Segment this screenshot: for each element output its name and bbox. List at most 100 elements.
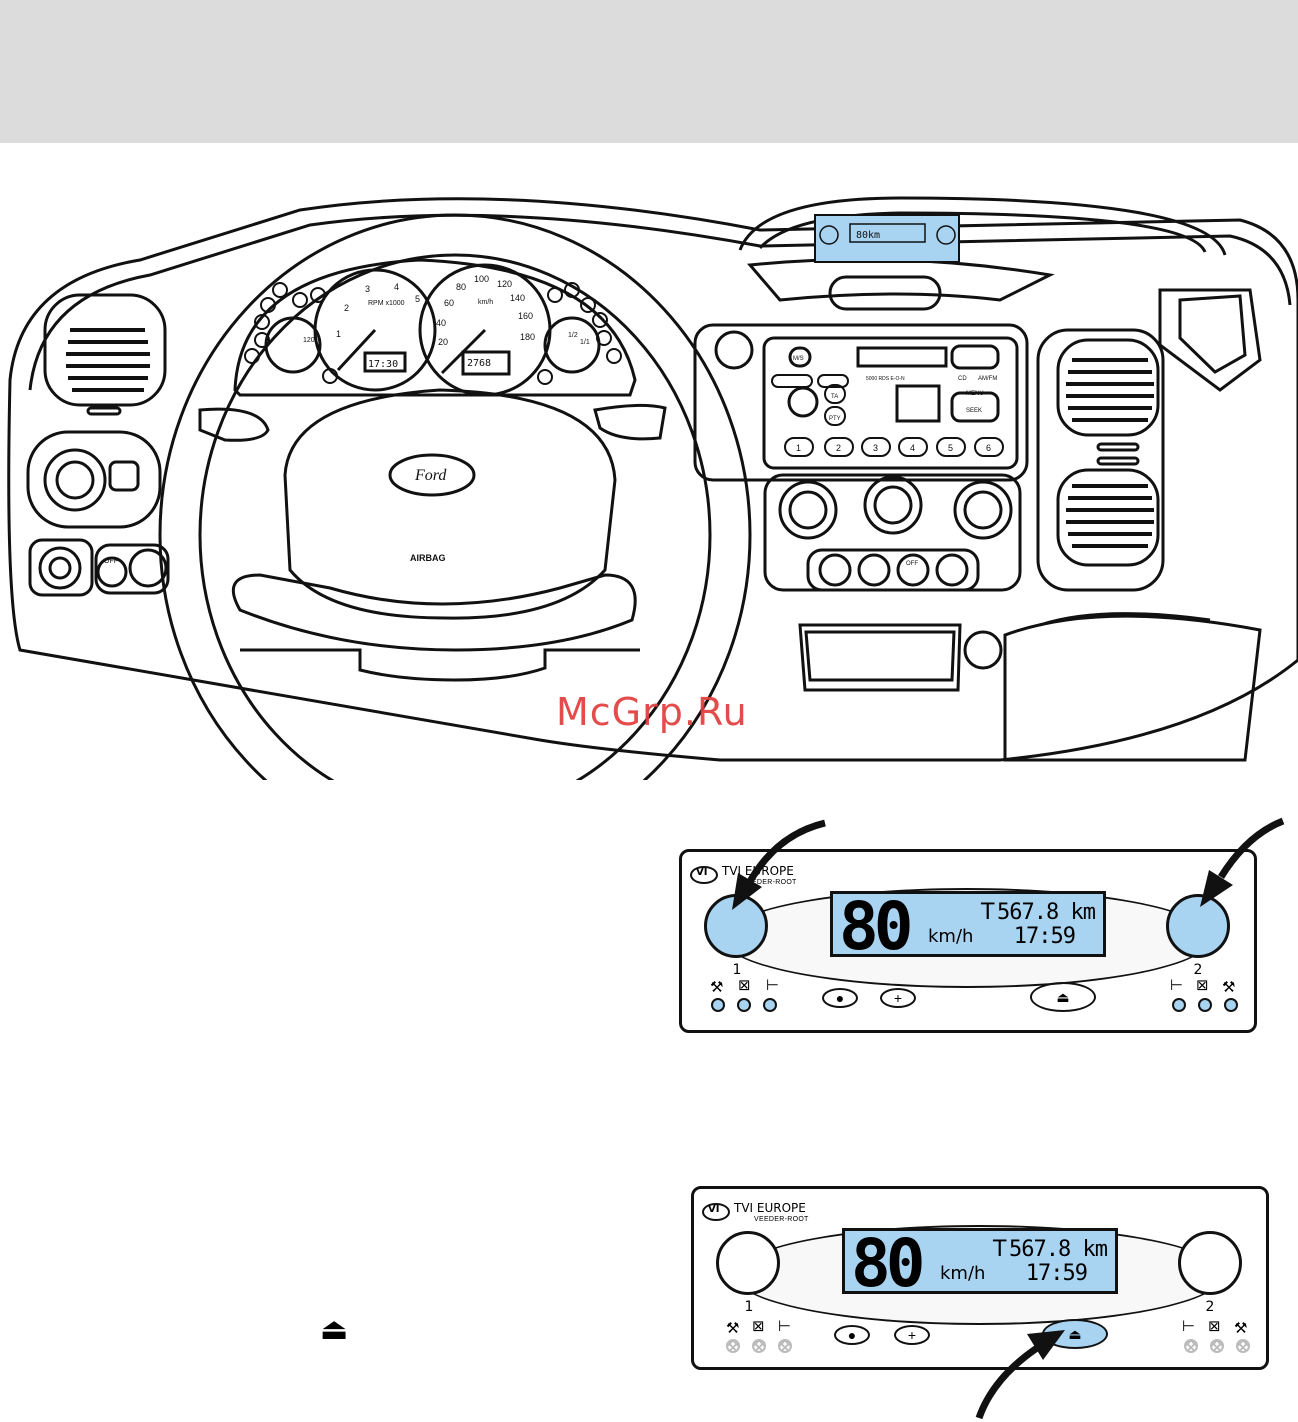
- lcd-display: 80 km/h T 567.8 km 17:59: [842, 1225, 1118, 1302]
- driver-2-work-icon: ⚒: [1234, 1319, 1248, 1337]
- clock-display: 17:30: [368, 359, 398, 370]
- trip-mode: T: [981, 900, 995, 925]
- tacho-tick-4: 4: [394, 282, 399, 292]
- speedo-tick-180: 180: [520, 332, 535, 342]
- driver-2-number: 2: [1193, 962, 1203, 978]
- radio-menu-label: MENU: [966, 391, 984, 397]
- radio-preset-2: 2: [836, 443, 841, 453]
- tacho-tick-2: 2: [344, 303, 349, 313]
- radio-cd-label: CD: [958, 376, 967, 382]
- speedo-tick-100: 100: [474, 274, 489, 284]
- radio-am-fm-label: AM/FM: [978, 376, 997, 382]
- driver-1-work-icon: ⚒: [726, 1319, 740, 1337]
- radio-preset-6: 6: [986, 443, 991, 453]
- eject-button[interactable]: ⏏: [1030, 982, 1096, 1012]
- driver-2-work-led: [1236, 1339, 1250, 1353]
- driver-1-rest-icon: ⊢: [778, 1317, 792, 1335]
- driver-1-rest-led: [778, 1339, 792, 1353]
- speedo-tick-120: 120: [497, 279, 512, 289]
- radio-preset-3: 3: [873, 443, 878, 453]
- tacho-tick-3: 3: [365, 284, 370, 294]
- radio-preset-5: 5: [948, 443, 953, 453]
- driver-1-availability-led: [737, 998, 751, 1012]
- pointer-arrow-eject: [975, 1330, 1065, 1420]
- heater-off-label: OFF: [906, 561, 918, 567]
- driver-1-work-icon: ⚒: [710, 978, 724, 996]
- speedo-tick-160: 160: [518, 311, 533, 321]
- driver-1-work-led: [711, 998, 725, 1012]
- view-button[interactable]: ●: [834, 1325, 870, 1345]
- speed-value: 80: [851, 1225, 926, 1302]
- driver-1-number: 1: [744, 1299, 754, 1315]
- clock-time: 17:59: [1025, 1261, 1088, 1286]
- ford-logo-text: Ford: [414, 467, 447, 484]
- driver-2-availability-led: [1210, 1339, 1224, 1353]
- driver-2-button[interactable]: [1178, 1231, 1242, 1295]
- brand-subname: VEEDER-ROOT: [742, 879, 797, 886]
- driver-2-rest-icon: ⊢: [1182, 1317, 1196, 1335]
- speedo-tick-140: 140: [510, 293, 525, 303]
- trip-distance: 567.8 km: [997, 900, 1096, 925]
- driver-2-work-icon: ⚒: [1222, 978, 1236, 996]
- trip-mode: T: [993, 1237, 1007, 1262]
- tvi-logo-icon: VI: [702, 1203, 730, 1221]
- driver-2-rest-led: [1172, 998, 1186, 1012]
- svg-text:80km: 80km: [856, 230, 880, 241]
- speedo-tick-40: 40: [436, 318, 446, 328]
- dashboard-illustration: 1 2 3 4 5 RPM x1000 20 40 60 80 100 120 …: [7, 196, 1298, 780]
- radio-preset-4: 4: [910, 443, 915, 453]
- brand-subname: VEEDER-ROOT: [754, 1216, 809, 1223]
- tacho-tick-1: 1: [336, 329, 341, 339]
- view-button[interactable]: ●: [822, 988, 858, 1008]
- fuel-tick-half: 1/2: [568, 332, 578, 339]
- odometer-display: 2768: [467, 358, 491, 369]
- plus-button[interactable]: +: [894, 1325, 930, 1345]
- switch-off-label: OFF: [104, 558, 118, 565]
- driver-2-availability-icon: ⊠: [1196, 976, 1209, 994]
- clock-time: 17:59: [1013, 924, 1076, 949]
- radio-seek-label: SEEK: [966, 408, 982, 414]
- radio-model: 5000 RDS E-O-N: [866, 376, 905, 382]
- radio-ta-label: TA: [831, 394, 838, 400]
- driver-1-rest-led: [763, 998, 777, 1012]
- pointer-arrow-right: [1200, 817, 1285, 907]
- tvi-logo-icon: VI: [690, 866, 718, 884]
- driver-1-rest-icon: ⊢: [766, 976, 780, 994]
- radio-pty-label: PTY: [829, 416, 841, 422]
- tachograph-bottom: VI TVI EUROPE VEEDER-ROOT 1 2 80 km/h T …: [691, 1186, 1269, 1370]
- tachograph-top: VI TVI EUROPE VEEDER-ROOT 1 2 80 km/h T …: [679, 849, 1257, 1033]
- driver-1-button[interactable]: [716, 1231, 780, 1295]
- radio-preset-1: 1: [796, 443, 801, 453]
- driver-1-number: 1: [732, 962, 742, 978]
- page-header-band: [0, 0, 1298, 143]
- radio-ms-label: M/S: [793, 356, 804, 362]
- airbag-label: AIRBAG: [410, 553, 446, 563]
- speed-value: 80: [839, 888, 914, 965]
- watermark: McGrp.Ru: [556, 690, 748, 734]
- temp-gauge-label: 120: [303, 337, 315, 344]
- lcd-display: 80 km/h T 567.8 km 17:59: [830, 888, 1106, 965]
- driver-2-rest-icon: ⊢: [1170, 976, 1184, 994]
- pointer-arrow-left: [732, 819, 826, 910]
- tacho-label: RPM x1000: [368, 300, 405, 307]
- eject-symbol-text: ⏏: [320, 1312, 349, 1347]
- plus-button[interactable]: +: [880, 988, 916, 1008]
- tacho-tick-5: 5: [415, 294, 420, 304]
- speedo-unit: km/h: [478, 299, 493, 306]
- driver-2-rest-led: [1184, 1339, 1198, 1353]
- driver-2-availability-icon: ⊠: [1208, 1317, 1221, 1335]
- driver-2-availability-led: [1198, 998, 1212, 1012]
- speedo-tick-20: 20: [438, 337, 448, 347]
- driver-2-work-led: [1224, 998, 1238, 1012]
- speed-unit: km/h: [928, 926, 974, 947]
- speed-unit: km/h: [940, 1263, 986, 1284]
- driver-1-availability-led: [752, 1339, 766, 1353]
- driver-1-availability-icon: ⊠: [738, 976, 751, 994]
- fuel-tick-full: 1/1: [580, 339, 590, 346]
- speedo-tick-60: 60: [444, 298, 454, 308]
- driver-2-number: 2: [1205, 1299, 1215, 1315]
- driver-1-availability-icon: ⊠: [752, 1317, 765, 1335]
- driver-2-button[interactable]: [1166, 894, 1230, 958]
- speedo-tick-80: 80: [456, 282, 466, 292]
- brand-name: TVI EUROPE: [734, 1201, 806, 1215]
